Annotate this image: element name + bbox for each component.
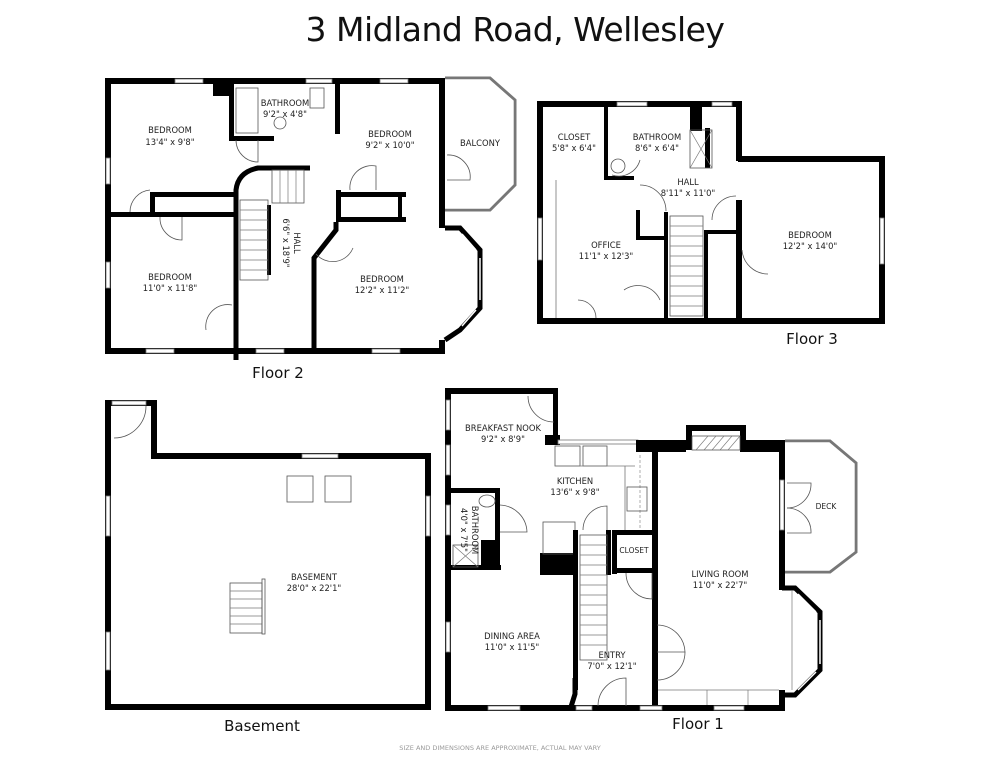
room-name: BATHROOM [470,506,480,554]
room-name: HALL [292,232,302,254]
room-name: HALL [677,177,699,187]
floor-3-plan: CLOSET 5'8" x 6'4" BATHROOM 8'6" x 6'4" … [537,101,885,348]
room-dims: 9'2" x 8'9" [481,434,525,444]
room-dims: 4'0" x 7'5" [459,508,469,552]
floor-2-plan: BEDROOM 13'4" x 9'8" BATHROOM 9'2" x 4'8… [105,76,517,382]
room-name: BEDROOM [148,272,192,282]
room-name: BATHROOM [261,98,309,108]
room-name: DECK [816,502,838,511]
room-name: LIVING ROOM [692,569,749,579]
floor-1-label: Floor 1 [672,715,724,733]
room-name: CLOSET [619,546,649,555]
basement-label: Basement [224,717,300,735]
room-name: BREAKFAST NOOK [465,423,541,433]
room-dims: 8'6" x 6'4" [635,143,679,153]
room-name: BALCONY [460,138,501,148]
page-title: 3 Midland Road, Wellesley [305,10,725,49]
disclaimer-text: SIZE AND DIMENSIONS ARE APPROXIMATE, ACT… [399,744,601,752]
room-name: BASEMENT [291,572,338,582]
room-dims: 11'0" x 11'5" [485,642,540,652]
room-dims: 11'1" x 12'3" [579,251,634,261]
floor-1-plan: BREAKFAST NOOK 9'2" x 8'9" KITCHEN 13'6"… [445,388,858,733]
room-name: OFFICE [591,240,621,250]
room-dims: 5'8" x 6'4" [552,143,596,153]
room-name: ENTRY [598,650,626,660]
room-dims: 12'2" x 14'0" [783,241,838,251]
room-dims: 11'0" x 22'7" [693,580,748,590]
room-dims: 7'0" x 12'1" [587,661,636,671]
floor-2-label: Floor 2 [252,364,304,382]
room-dims: 12'2" x 11'2" [355,285,410,295]
room-name: KITCHEN [557,476,593,486]
room-dims: 9'2" x 10'0" [365,140,414,150]
floor-3-label: Floor 3 [786,330,838,348]
room-dims: 8'11" x 11'0" [661,188,716,198]
room-dims: 13'6" x 9'8" [550,487,599,497]
room-name: BEDROOM [148,125,192,135]
room-name: BEDROOM [368,129,412,139]
room-name: DINING AREA [484,631,540,641]
room-dims: 6'6" x 18'9" [281,218,291,267]
room-dims: 28'0" x 22'1" [287,583,342,593]
room-name: BATHROOM [633,132,681,142]
room-dims: 9'2" x 4'8" [263,109,307,119]
basement-plan: BASEMENT 28'0" x 22'1" Basement [105,400,431,735]
room-name: CLOSET [558,132,591,142]
room-dims: 13'4" x 9'8" [145,137,194,147]
room-name: BEDROOM [788,230,832,240]
room-name: BEDROOM [360,274,404,284]
room-dims: 11'0" x 11'8" [143,283,198,293]
